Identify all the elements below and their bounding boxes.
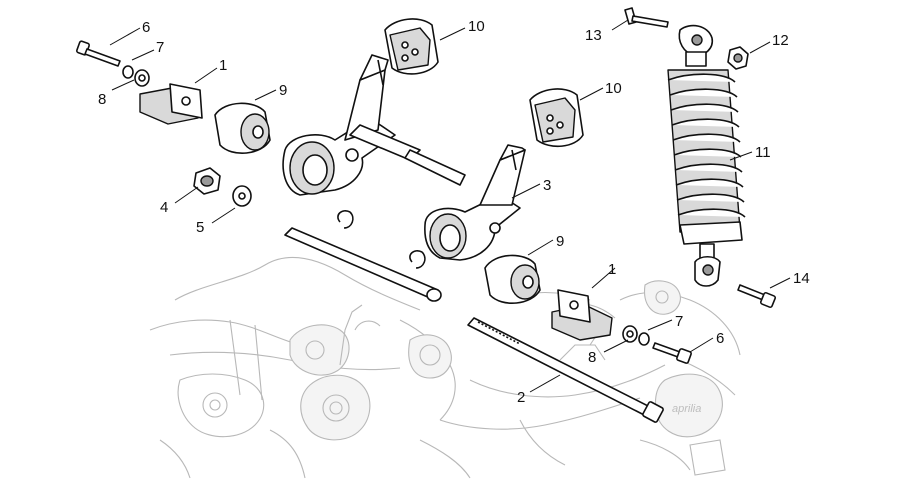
callout-4: 4 xyxy=(160,199,168,216)
callout-2: 2 xyxy=(517,389,525,406)
callout-3: 3 xyxy=(543,177,551,194)
callout-9-right: 9 xyxy=(556,233,564,250)
callout-10-mid: 10 xyxy=(605,80,622,97)
long-shaft xyxy=(284,227,442,302)
callout-11: 11 xyxy=(755,144,771,161)
bracket-1-right xyxy=(551,289,613,341)
washer-5 xyxy=(232,185,252,207)
link-arm-3 xyxy=(424,144,526,261)
nut-4 xyxy=(193,167,221,195)
bracket-1-left xyxy=(139,83,203,125)
callout-13: 13 xyxy=(585,27,602,44)
rubber-block-10-mid xyxy=(529,88,584,148)
nut-12 xyxy=(727,46,749,70)
callout-10-top: 10 xyxy=(468,18,485,35)
callout-7-left: 7 xyxy=(156,39,164,56)
circlip-right xyxy=(409,250,426,269)
bushing-9-left xyxy=(214,102,271,155)
long-rod-2 xyxy=(467,317,664,423)
bolt-6-right xyxy=(652,342,692,364)
brand-mark: aprilia xyxy=(672,403,701,415)
engine-background: aprilia xyxy=(149,257,741,479)
rubber-block-10-top xyxy=(384,18,439,75)
bushing-9-right xyxy=(484,254,541,305)
swing-arm-link xyxy=(282,54,466,196)
callout-14: 14 xyxy=(793,270,810,287)
callout-8-left: 8 xyxy=(98,91,106,108)
callout-1-left: 1 xyxy=(219,57,227,74)
washer-7-right xyxy=(638,332,650,346)
callout-12: 12 xyxy=(772,32,789,49)
washer-7-left xyxy=(122,65,134,79)
leader-lines xyxy=(109,19,791,393)
callout-7-right: 7 xyxy=(675,313,683,330)
callout-6-right: 6 xyxy=(716,330,724,347)
callout-1-right: 1 xyxy=(608,261,616,278)
callout-5: 5 xyxy=(196,219,204,236)
bolt-6-left xyxy=(76,40,121,67)
callout-labels: 6 7 8 1 9 10 10 4 5 3 9 1 7 8 6 2 13 12 … xyxy=(98,18,810,406)
bolt-14 xyxy=(737,284,777,309)
shock-absorber-11 xyxy=(624,7,746,287)
circlip-left xyxy=(337,210,354,229)
callout-9-left: 9 xyxy=(279,82,287,99)
callout-8-right: 8 xyxy=(588,349,596,366)
callout-6-left: 6 xyxy=(142,19,150,36)
